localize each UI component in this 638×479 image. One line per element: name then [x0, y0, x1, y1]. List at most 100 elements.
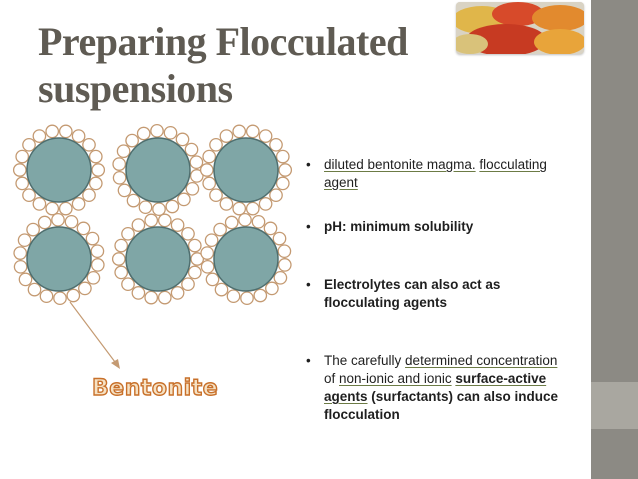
adsorbed-small-circle — [15, 176, 30, 191]
adsorbed-small-circle — [213, 222, 227, 237]
adsorbed-small-circle — [88, 149, 103, 164]
adsorbed-small-circle — [177, 192, 191, 207]
adsorbed-small-circle — [45, 124, 60, 139]
adsorbed-small-circle — [58, 124, 73, 139]
adsorbed-small-circle — [66, 288, 81, 303]
bullet-4-part-7: (surfactants) can also induce flocculati… — [324, 389, 559, 422]
adsorbed-small-circle — [131, 218, 146, 232]
adsorbed-small-circle — [39, 289, 54, 304]
adsorbed-small-circle — [187, 265, 202, 280]
adsorbed-small-circle — [88, 176, 103, 191]
adsorbed-small-circle — [82, 188, 96, 203]
adsorbed-small-circle — [18, 272, 33, 287]
bullet-4-part-1: The carefully — [324, 353, 406, 368]
adsorbed-small-circle — [275, 176, 290, 191]
adsorbed-small-circle — [190, 252, 205, 266]
bullet-item: • pH: minimum solubility — [306, 218, 560, 236]
bullet-dot: • — [306, 157, 311, 172]
adsorbed-small-circle — [219, 129, 234, 143]
adsorbed-small-circle — [86, 270, 101, 285]
adsorbed-small-circle — [175, 132, 190, 147]
adsorbed-small-circle — [125, 133, 139, 148]
adsorbed-small-circle — [277, 258, 292, 272]
adsorbed-small-circle — [64, 214, 79, 229]
bentonite-label: Bentonite — [91, 375, 219, 401]
bullet-item: • Electrolytes can also act as flocculat… — [306, 276, 560, 312]
suspended-particle — [125, 226, 191, 292]
adsorbed-small-circle — [187, 238, 202, 253]
adsorbed-small-circle — [144, 290, 159, 305]
adsorbed-small-circle — [199, 163, 214, 177]
adsorbed-small-circle — [32, 129, 47, 143]
adsorbed-small-circle — [185, 181, 200, 196]
adsorbed-small-circle — [82, 137, 96, 152]
adsorbed-small-circle — [209, 137, 223, 152]
bullet-4-part-3: of — [324, 371, 340, 386]
adsorbed-small-circle — [189, 169, 204, 183]
adsorbed-small-circle — [112, 170, 127, 185]
sidebar-block — [591, 382, 638, 429]
adsorbed-small-circle — [117, 183, 132, 198]
adsorbed-small-circle — [263, 221, 278, 236]
bullet-4-part-6: surface-active agents — [324, 371, 547, 404]
adsorbed-small-circle — [226, 289, 241, 304]
adsorbed-small-circle — [138, 200, 153, 215]
adsorbed-small-circle — [71, 197, 86, 211]
adsorbed-small-circle — [22, 188, 36, 203]
adsorbed-small-circle — [189, 155, 204, 170]
adsorbed-small-circle — [184, 142, 199, 157]
bullet-4-part-4: non-ionic and ionic — [339, 371, 452, 386]
bullet-item: • The carefully determined concentration… — [306, 352, 560, 424]
adsorbed-small-circle — [126, 193, 141, 208]
adsorbed-small-circle — [277, 244, 292, 259]
adsorbed-small-circle — [181, 226, 195, 241]
adsorbed-small-circle — [32, 197, 47, 211]
adsorbed-small-circle — [76, 221, 91, 236]
bullet-2-text: pH: minimum solubility — [324, 219, 474, 234]
adsorbed-small-circle — [219, 197, 234, 211]
adsorbed-small-circle — [238, 212, 252, 227]
label-arrow-line — [69, 301, 119, 367]
adsorbed-small-circle — [269, 188, 283, 203]
bullet-item: • diluted bentonite magma. flocculating … — [306, 156, 560, 192]
adsorbed-small-circle — [112, 157, 127, 171]
adsorbed-small-circle — [209, 188, 223, 203]
adsorbed-small-circle — [121, 226, 135, 241]
adsorbed-small-circle — [232, 124, 247, 139]
particles-group — [12, 123, 293, 306]
adsorbed-small-circle — [45, 201, 60, 216]
adsorbed-small-circle — [253, 288, 268, 303]
title-line-1: Preparing Flocculated — [38, 19, 408, 64]
adsorbed-small-circle — [90, 244, 105, 259]
adsorbed-small-circle — [116, 144, 131, 159]
label-arrow-head — [111, 359, 120, 369]
title-line-2: suspensions — [38, 66, 233, 111]
bullet-1-part-1: diluted bentonite magma. — [324, 157, 476, 172]
adsorbed-small-circle — [78, 281, 92, 296]
adsorbed-small-circle — [150, 123, 164, 138]
adsorbed-small-circle — [205, 272, 220, 287]
adsorbed-small-circle — [13, 246, 28, 260]
adsorbed-small-circle — [131, 286, 146, 300]
adsorbed-small-circle — [269, 137, 283, 152]
adsorbed-small-circle — [15, 149, 30, 164]
adsorbed-small-circle — [265, 281, 279, 296]
adsorbed-small-circle — [12, 163, 27, 177]
adsorbed-small-circle — [85, 231, 100, 246]
adsorbed-small-circle — [114, 238, 129, 253]
suspended-particle — [26, 226, 92, 292]
adsorbed-small-circle — [37, 215, 52, 230]
adsorbed-small-circle — [240, 291, 254, 306]
adsorbed-small-circle — [181, 277, 195, 292]
adsorbed-small-circle — [114, 265, 129, 280]
bullet-1-part-3: flocculating agent — [324, 157, 547, 190]
bullet-dot: • — [306, 353, 311, 368]
adsorbed-small-circle — [17, 233, 32, 248]
adsorbed-small-circle — [245, 201, 260, 216]
adsorbed-small-circle — [224, 215, 239, 230]
adsorbed-small-circle — [111, 252, 126, 266]
adsorbed-small-circle — [170, 286, 185, 300]
adsorbed-small-circle — [152, 202, 166, 217]
adsorbed-small-circle — [58, 201, 73, 216]
adsorbed-small-circle — [71, 129, 86, 143]
